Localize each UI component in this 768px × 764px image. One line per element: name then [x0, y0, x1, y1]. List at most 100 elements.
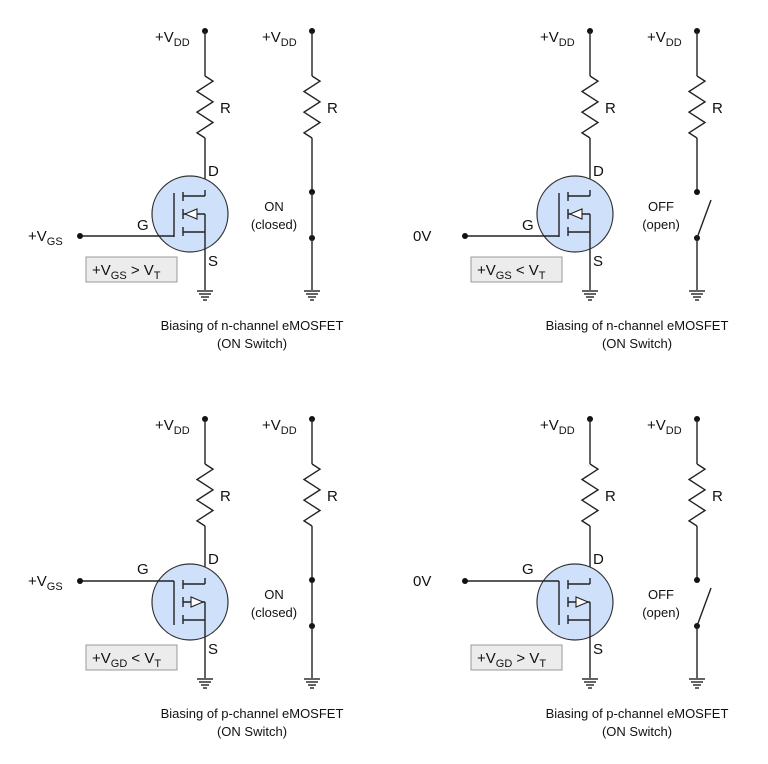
resistor-zigzag: [580, 463, 600, 527]
resistor-label: R: [605, 488, 616, 505]
drain-label: D: [208, 551, 219, 568]
gate-label-part: G: [522, 561, 534, 578]
source-label-part: S: [593, 641, 603, 658]
resistor-label-2: R: [327, 488, 338, 505]
switch-state-sub: (closed): [251, 217, 297, 232]
gate-label-part: G: [137, 217, 149, 234]
channel-arrow: [183, 208, 198, 220]
resistor-zigzag: [687, 463, 707, 527]
resistor-label-2-part: R: [327, 100, 338, 117]
switch-state-label: OFF: [648, 587, 674, 602]
source-label: S: [593, 253, 603, 270]
drain-label: D: [208, 163, 219, 180]
caption-line-1: Biasing of n-channel eMOSFET: [546, 318, 729, 333]
vdd-label-sub: DD: [559, 37, 575, 49]
switch-state-sub-part: (closed): [251, 605, 297, 620]
switch-blade: [696, 199, 712, 239]
switch-blade: [696, 587, 712, 627]
condition-text-sub: T: [154, 270, 161, 282]
condition-text-sub: T: [539, 658, 546, 670]
condition-text-sub: T: [154, 658, 161, 670]
channel-arrow: [575, 596, 590, 608]
channel-arrow: [190, 596, 205, 608]
caption-line-1: Biasing of n-channel eMOSFET: [161, 318, 344, 333]
vdd-label-2: +VDD: [647, 29, 682, 49]
input-label: 0V: [413, 228, 431, 245]
resistor-label-2: R: [712, 488, 723, 505]
switch-state-label: ON: [264, 587, 284, 602]
switch-state-sub: (closed): [251, 605, 297, 620]
caption-line-1-part: Biasing of n-channel eMOSFET: [546, 318, 729, 333]
vdd-label-2-part: +V: [647, 29, 666, 46]
drain-label-part: D: [208, 551, 219, 568]
vdd-label-part: +V: [540, 29, 559, 46]
input-label-sub: GS: [47, 581, 63, 593]
caption-line-2: (ON Switch): [602, 724, 672, 739]
vdd-label-2-sub: DD: [666, 37, 682, 49]
source-label-part: S: [208, 641, 218, 658]
vdd-label-2-sub: DD: [281, 37, 297, 49]
condition-text-part: < V: [127, 650, 154, 667]
vdd-label-2-sub: DD: [666, 425, 682, 437]
switch-state-label-part: ON: [264, 199, 284, 214]
condition-text: +VGD > VT: [477, 650, 546, 670]
condition-text-part: < V: [512, 262, 539, 279]
resistor-label: R: [220, 488, 231, 505]
vdd-label-2-part: +V: [647, 417, 666, 434]
resistor-label-2-part: R: [712, 488, 723, 505]
gate-label: G: [137, 217, 149, 234]
resistor-label-part: R: [605, 100, 616, 117]
input-label-sub: GS: [47, 236, 63, 248]
vdd-label-part: +V: [155, 417, 174, 434]
switch-contact-top: [694, 189, 700, 195]
vdd-label-2: +VDD: [647, 417, 682, 437]
source-label: S: [208, 641, 218, 658]
condition-text-sub: T: [539, 270, 546, 282]
vdd-label: +VDD: [540, 417, 575, 437]
condition-text-part: > V: [512, 650, 539, 667]
resistor-zigzag: [195, 75, 215, 139]
condition-text-sub: GD: [111, 658, 128, 670]
gate-input-dot: [77, 578, 83, 584]
resistor-label-part: R: [220, 100, 231, 117]
switch-state-label-part: OFF: [648, 587, 674, 602]
condition-text-part: +V: [92, 262, 111, 279]
caption-line-2-part: (ON Switch): [217, 724, 287, 739]
caption-line-1-part: Biasing of p-channel eMOSFET: [161, 706, 344, 721]
switch-state-sub: (open): [642, 605, 680, 620]
source-label: S: [593, 641, 603, 658]
resistor-label-2-part: R: [327, 488, 338, 505]
condition-text-sub: GD: [496, 658, 513, 670]
vdd-label-part: +V: [540, 417, 559, 434]
switch-state-label: OFF: [648, 199, 674, 214]
caption-line-1-part: Biasing of p-channel eMOSFET: [546, 706, 729, 721]
switch-state-sub-part: (closed): [251, 217, 297, 232]
gate-input-dot: [462, 578, 468, 584]
resistor-label-2: R: [712, 100, 723, 117]
resistor-zigzag: [302, 75, 322, 139]
input-label: 0V: [413, 573, 431, 590]
resistor-zigzag: [687, 75, 707, 139]
gate-label-part: G: [137, 561, 149, 578]
vdd-label-2: +VDD: [262, 417, 297, 437]
input-label-part: 0V: [413, 573, 431, 590]
condition-text-sub: GS: [111, 270, 127, 282]
gate-label: G: [522, 561, 534, 578]
gate-input-dot: [77, 233, 83, 239]
switch-contact-top: [694, 577, 700, 583]
caption-line-2: (ON Switch): [217, 724, 287, 739]
caption-line-1: Biasing of p-channel eMOSFET: [161, 706, 344, 721]
caption-line-1: Biasing of p-channel eMOSFET: [546, 706, 729, 721]
caption-line-1-part: Biasing of n-channel eMOSFET: [161, 318, 344, 333]
condition-box: [85, 644, 178, 671]
channel-arrow: [568, 208, 583, 220]
drain-label-part: D: [593, 163, 604, 180]
switch-state-sub-part: (open): [642, 217, 680, 232]
vdd-label-sub: DD: [559, 425, 575, 437]
gate-input-dot: [462, 233, 468, 239]
